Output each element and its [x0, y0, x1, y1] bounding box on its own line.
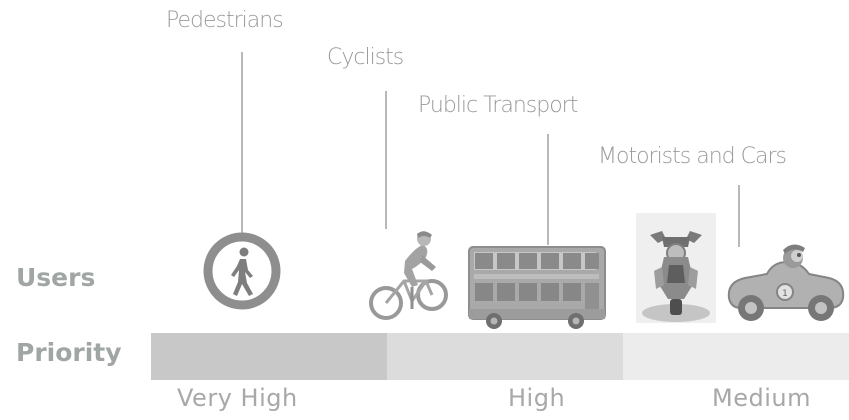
users-row-label: Users [16, 263, 96, 292]
double-decker-bus-icon [466, 243, 608, 331]
public-transport-label: Public Transport [418, 93, 578, 118]
priority-label-very-high: Very High [177, 384, 298, 412]
priority-segment-very-high [151, 333, 387, 380]
pedestrian-sign-icon [203, 232, 281, 310]
priority-segment-high [387, 333, 623, 380]
motorists-callout-line [738, 185, 740, 247]
cartoon-car-icon: 1 [723, 240, 847, 328]
motorcycle-icon [636, 213, 716, 323]
cyclists-callout-line [385, 91, 387, 229]
pedestrians-label: Pedestrians [166, 8, 284, 33]
cyclists-label: Cyclists [327, 45, 404, 70]
priority-bar [151, 333, 849, 380]
pedestrians-callout-line [241, 52, 243, 236]
cyclist-icon [366, 225, 456, 329]
svg-text:1: 1 [782, 289, 788, 299]
public-transport-callout-line [547, 134, 549, 245]
motorists-label: Motorists and Cars [598, 144, 787, 169]
priority-label-medium: Medium [712, 384, 811, 412]
priority-segment-medium [623, 333, 849, 380]
priority-label-high: High [508, 384, 566, 412]
priority-row-label: Priority [16, 338, 122, 367]
